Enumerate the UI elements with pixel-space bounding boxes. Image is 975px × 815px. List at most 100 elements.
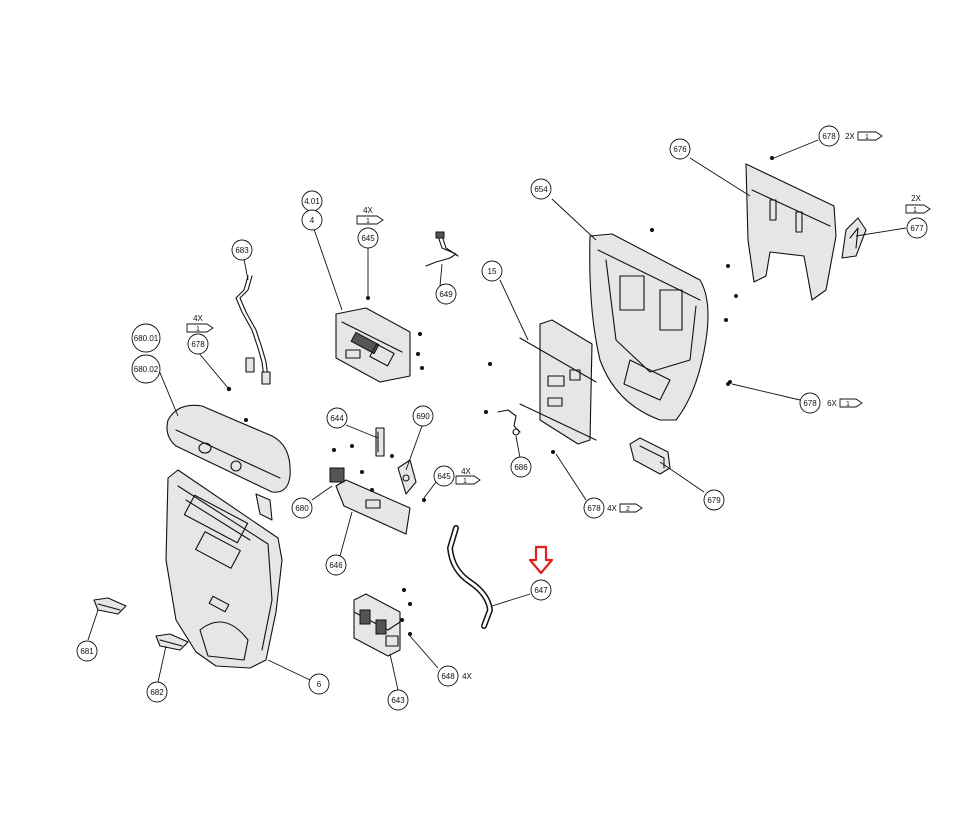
callout-4: 4 [301, 209, 323, 231]
callout-649: 649 [435, 283, 457, 305]
svg-text:1: 1 [366, 218, 370, 225]
qty-tag-678-right: 6X 1 [827, 398, 863, 408]
svg-text:1: 1 [463, 478, 467, 485]
svg-text:678: 678 [803, 399, 817, 408]
svg-text:644: 644 [330, 414, 344, 423]
part-654-rear-housing [589, 233, 709, 421]
screw-set [226, 156, 774, 636]
svg-text:678: 678 [587, 504, 601, 513]
qty-tag-678-bracket: 4X 2 [607, 503, 643, 513]
callout-679: 679 [703, 489, 725, 511]
qty-tag-645-upper: 4X 1 [356, 206, 384, 225]
part-4-board [335, 307, 411, 383]
callout-677: 677 [906, 217, 928, 239]
part-680-top-trim [166, 404, 291, 521]
svg-text:690: 690 [416, 412, 430, 421]
part-677-bracket [841, 217, 867, 259]
svg-text:4X: 4X [607, 504, 617, 513]
part-681-clip [93, 597, 127, 615]
part-690-board [397, 459, 417, 495]
svg-text:2X: 2X [911, 194, 921, 203]
part-646-board [329, 467, 411, 535]
callout-15: 15 [481, 260, 503, 282]
svg-text:2: 2 [626, 506, 630, 513]
svg-text:686: 686 [514, 463, 528, 472]
svg-text:2X: 2X [845, 132, 855, 141]
leader-lines [87, 139, 907, 691]
svg-text:6: 6 [317, 680, 322, 689]
svg-text:4.01: 4.01 [304, 197, 320, 206]
callout-645-lower: 645 [433, 465, 455, 487]
callout-678-right: 678 [799, 392, 821, 414]
callout-686: 686 [510, 456, 532, 478]
svg-text:682: 682 [150, 688, 164, 697]
svg-text:1: 1 [846, 401, 850, 408]
qty-tag-677: 2X 1 [905, 194, 931, 214]
part-686-wire [497, 409, 521, 436]
svg-text:680.01: 680.01 [134, 334, 159, 343]
callout-678-left: 678 [187, 333, 209, 355]
svg-text:643: 643 [391, 696, 405, 705]
qty-tag-645-lower: 4X 1 [455, 467, 481, 485]
svg-text:6X: 6X [827, 399, 837, 408]
svg-text:678: 678 [822, 132, 836, 141]
callout-644: 644 [326, 407, 348, 429]
svg-text:4X: 4X [363, 206, 373, 215]
part-15-bracket [519, 319, 597, 445]
qty-tag-648: 4X [462, 672, 472, 681]
svg-text:677: 677 [910, 224, 924, 233]
callout-682: 682 [146, 681, 168, 703]
svg-text:683: 683 [235, 246, 249, 255]
svg-text:648: 648 [441, 672, 455, 681]
part-649-cable [425, 231, 459, 267]
callout-678-top-right: 678 [818, 125, 840, 147]
part-676-back-panel [745, 163, 837, 301]
svg-text:4X: 4X [462, 672, 472, 681]
svg-text:645: 645 [361, 234, 375, 243]
svg-text:678: 678 [191, 340, 205, 349]
callout-690: 690 [412, 405, 434, 427]
callout-680-01: 680.01 [131, 323, 161, 353]
callout-676: 676 [669, 138, 691, 160]
callout-654: 654 [530, 178, 552, 200]
callout-680-02: 680.02 [131, 354, 161, 384]
svg-text:679: 679 [707, 496, 721, 505]
svg-text:645: 645 [437, 472, 451, 481]
svg-text:15: 15 [488, 267, 497, 276]
part-682-clip [155, 633, 189, 651]
part-683-wire [235, 275, 271, 385]
part-644-connector [375, 427, 385, 457]
highlight-down-arrow-icon [528, 545, 554, 575]
svg-text:4X: 4X [193, 314, 203, 323]
svg-text:649: 649 [439, 290, 453, 299]
callout-680: 680 [291, 497, 313, 519]
svg-text:646: 646 [329, 561, 343, 570]
callout-647: 647 [530, 579, 552, 601]
callout-6: 6 [308, 673, 330, 695]
part-647-ribbon-cable [447, 525, 493, 629]
callout-643: 643 [387, 689, 409, 711]
callout-678-bracket: 678 [583, 497, 605, 519]
svg-text:681: 681 [80, 647, 94, 656]
svg-text:647: 647 [534, 586, 548, 595]
svg-text:4X: 4X [461, 467, 471, 476]
svg-text:1: 1 [913, 207, 917, 214]
part-679-block [629, 437, 671, 475]
qty-tag-678-left: 4X 1 [186, 314, 214, 333]
qty-tag-678-top-right: 2X 1 [845, 131, 883, 141]
part-643-block [353, 593, 401, 657]
svg-text:680: 680 [295, 504, 309, 513]
svg-text:654: 654 [534, 185, 548, 194]
part-6-front-cover [165, 469, 283, 669]
svg-text:1: 1 [196, 326, 200, 333]
svg-text:676: 676 [673, 145, 687, 154]
svg-text:4: 4 [310, 216, 315, 225]
callout-645-upper: 645 [357, 227, 379, 249]
callout-4-01: 4.01 [301, 190, 323, 212]
callout-648: 648 [437, 665, 459, 687]
callout-683: 683 [231, 239, 253, 261]
svg-text:1: 1 [865, 134, 869, 141]
callout-681: 681 [76, 640, 98, 662]
callout-646: 646 [325, 554, 347, 576]
